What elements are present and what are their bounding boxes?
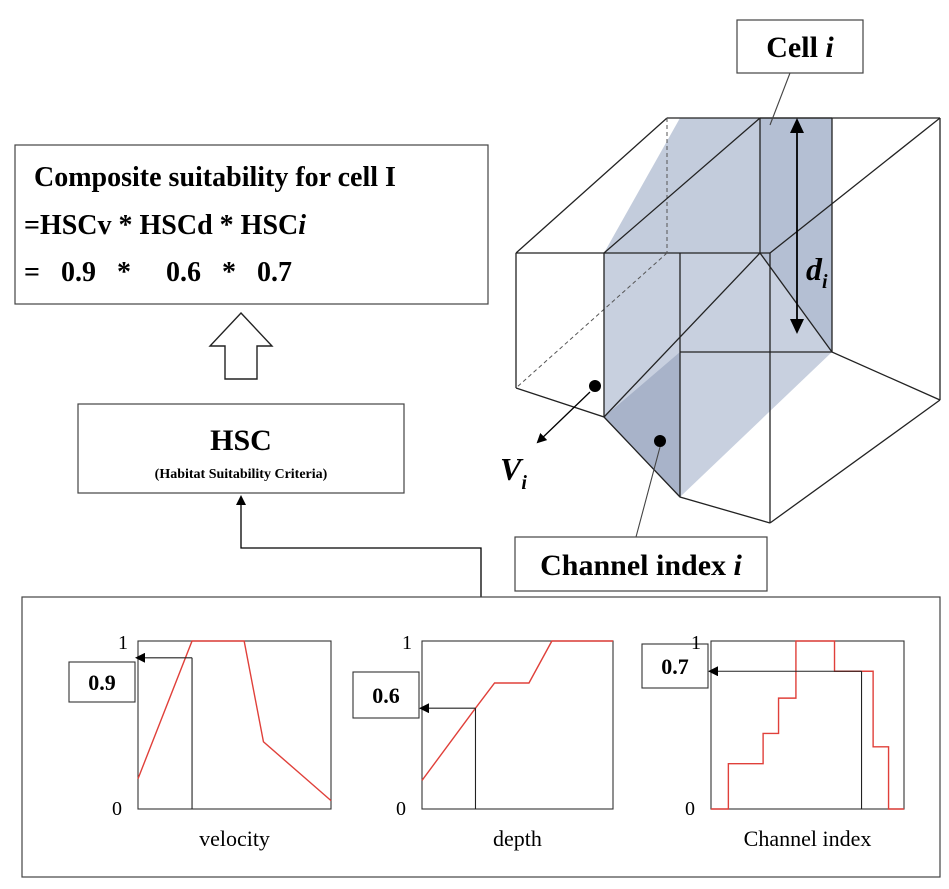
hsc-subtitle: (Habitat Suitability Criteria)	[155, 467, 328, 482]
hsc-chart-1: 0.91 0 velocity	[68, 632, 332, 851]
suitability-curve	[137, 640, 332, 802]
y-tick-bottom: 0	[685, 798, 695, 820]
y-tick-bottom: 0	[396, 798, 406, 820]
chart-frame	[137, 640, 332, 810]
formula-box: Composite suitability for cell I =HSCv *…	[14, 144, 489, 305]
value-label-box	[641, 643, 709, 689]
depth-symbol: di	[806, 251, 828, 293]
velocity-point	[589, 380, 601, 392]
suitability-curve	[421, 640, 613, 781]
formula-line-1: Composite suitability for cell I	[34, 162, 396, 193]
velocity-arrow	[536, 391, 591, 444]
value-label-box	[68, 661, 136, 703]
formula-line-2: =HSCv * HSCd * HSCi	[24, 210, 306, 241]
chart-frame	[421, 640, 614, 810]
value-label: 0.6	[372, 683, 400, 708]
y-tick-top: 1	[402, 632, 412, 654]
cell-label-box: Cell i	[736, 19, 864, 74]
velocity-symbol: Vi	[500, 451, 527, 494]
suitability-curve	[711, 640, 904, 810]
hsc-box: HSC (Habitat Suitability Criteria)	[77, 403, 405, 494]
cell-label: Cell i	[766, 31, 834, 64]
cell-side-face	[760, 118, 832, 352]
x-axis-label: depth	[493, 826, 542, 851]
channel-label-box: Channel index i	[514, 536, 768, 592]
up-arrow-icon	[208, 311, 274, 380]
value-label: 0.9	[88, 670, 116, 695]
cell-3d-block: di Vi	[500, 72, 941, 538]
x-axis-label: velocity	[199, 826, 270, 851]
hsc-chart-2: 0.6 1 0 depth	[352, 632, 614, 851]
y-tick-bottom: 0	[112, 798, 122, 820]
chart-frame	[710, 640, 905, 810]
value-label-box	[352, 671, 420, 719]
connector-line	[236, 495, 482, 597]
hsc-title: HSC	[210, 424, 272, 457]
channel-point	[654, 435, 666, 447]
channel-label: Channel index i	[540, 549, 742, 582]
value-label: 0.7	[661, 654, 689, 679]
formula-line-3: = 0.9 * 0.6 * 0.7	[24, 257, 292, 288]
y-tick-top: 1	[118, 632, 128, 654]
cell-bottom-face	[604, 352, 680, 497]
y-tick-top: 1	[691, 632, 701, 654]
x-axis-label: Channel index	[744, 826, 872, 851]
